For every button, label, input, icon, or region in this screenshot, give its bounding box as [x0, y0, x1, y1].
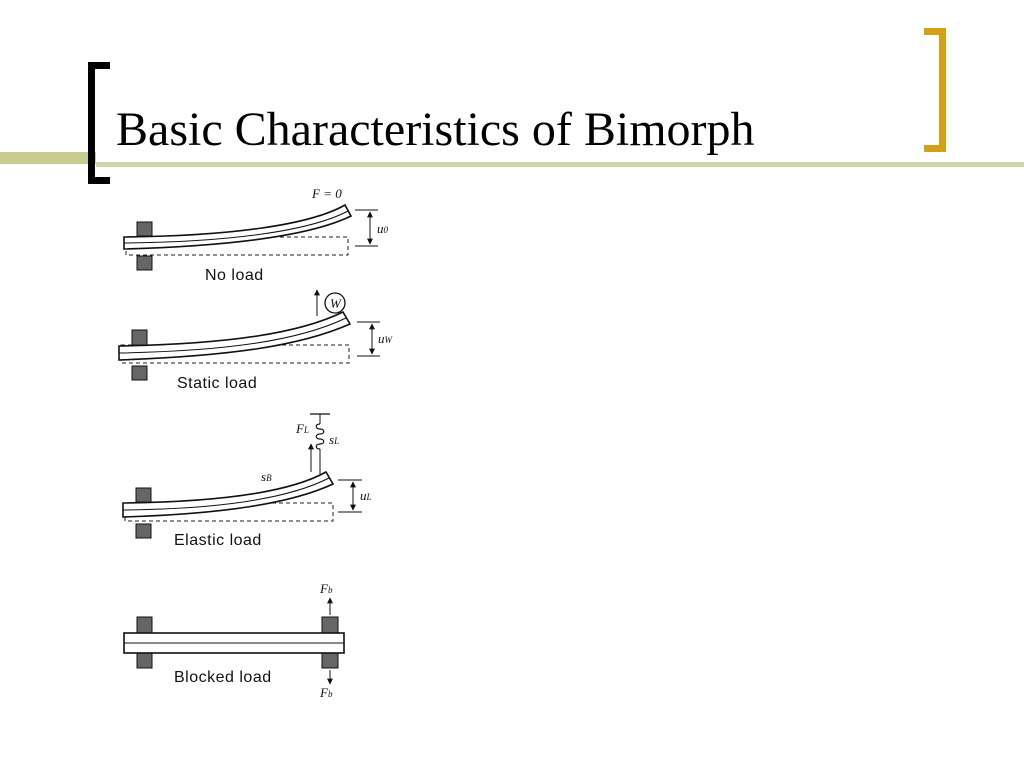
clamp-bottom — [131, 365, 148, 381]
bent-beam — [123, 203, 353, 250]
clamp-bottom — [135, 523, 152, 539]
force-top-symbol: Fb — [319, 581, 333, 596]
panel-label: Blocked load — [174, 669, 272, 686]
clamp-right-bottom — [321, 652, 339, 669]
beam-stiffness-symbol: sB — [261, 469, 272, 484]
beam-midline — [122, 477, 330, 511]
clamp-bottom — [136, 255, 153, 271]
panel-no-load: F = 0 u0 No load — [123, 186, 389, 284]
panel-static-load: W uW Static load — [118, 289, 394, 392]
spring-coil — [315, 423, 325, 450]
clamp-top — [135, 487, 152, 503]
panel-label: Elastic load — [174, 532, 262, 549]
clamp-top — [136, 221, 153, 237]
disp-symbol: u0 — [377, 221, 389, 236]
title-rule-right — [96, 162, 1024, 167]
title-rule-left — [0, 152, 96, 164]
panel-label: Static load — [177, 375, 257, 392]
spring-symbol: sL — [329, 432, 339, 447]
weight-symbol: W — [330, 296, 342, 311]
slide-title: Basic Characteristics of Bimorph — [116, 103, 755, 156]
clamp-left-bottom — [136, 652, 153, 669]
clamp-right-top — [321, 616, 339, 634]
force-symbol: FL — [295, 421, 309, 436]
bent-beam — [122, 470, 335, 518]
clamp-left-top — [136, 616, 153, 634]
force-bottom-symbol: Fb — [319, 685, 333, 700]
accent-bracket-right — [924, 28, 946, 152]
panel-elastic-load: FL sL sB uL Elastic load — [122, 413, 372, 549]
beam-midline — [118, 317, 347, 354]
disp-symbol: uL — [360, 488, 372, 503]
panel-blocked-load: Fb Fb Blocked load — [123, 581, 345, 700]
force-symbol: F = 0 — [311, 186, 342, 201]
beam-midline — [123, 210, 349, 244]
bent-beam — [118, 310, 352, 361]
clamp-top — [131, 329, 148, 346]
disp-symbol: uW — [378, 331, 394, 346]
weight-circle — [324, 292, 346, 314]
panel-label: No load — [205, 267, 264, 284]
title-bracket-left — [88, 62, 110, 184]
